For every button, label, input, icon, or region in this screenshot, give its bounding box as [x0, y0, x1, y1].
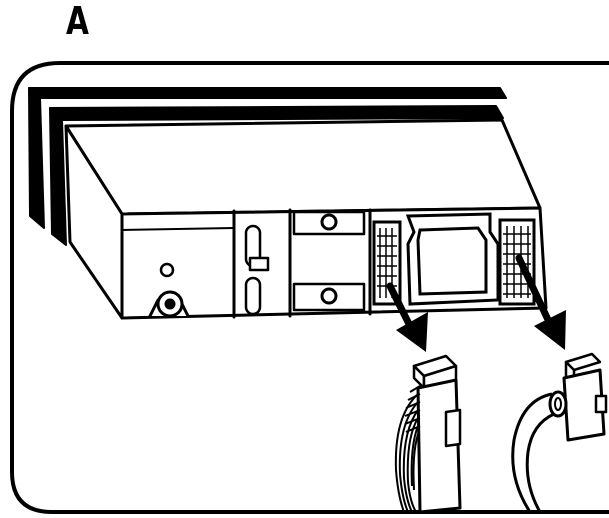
connector-socket-icon: [498, 218, 536, 306]
wiring-plug-icon: [394, 354, 462, 514]
down-arrow-icon: [515, 254, 566, 350]
connector-socket-icon: [372, 220, 402, 306]
antenna-socket-icon: [405, 212, 500, 306]
panel-label: A: [66, 0, 89, 43]
car-radio-unit-icon: [28, 87, 548, 320]
down-arrow-icon: [386, 282, 428, 352]
antenna-plug-icon: [511, 352, 608, 513]
illustration-frame: [10, 61, 609, 514]
